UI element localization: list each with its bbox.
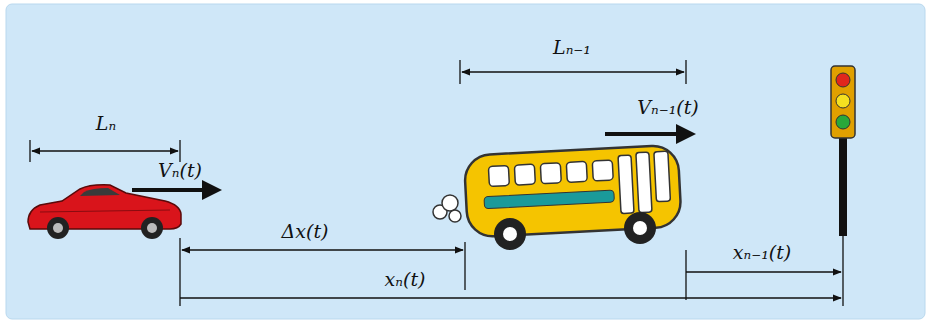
distance-dimension [180, 236, 843, 306]
car [28, 185, 181, 239]
dimension-label: xₙ(t) [385, 269, 426, 291]
length-dimension [30, 140, 180, 162]
dimension-label: Vₙ₋₁(t) [637, 97, 699, 119]
dimension-label: Lₙ [96, 113, 116, 135]
traffic-light [831, 66, 855, 236]
velocity-arrow [132, 188, 218, 192]
background [6, 4, 925, 319]
bus [433, 145, 682, 250]
length-dimension [460, 60, 686, 84]
dimension-label: xₙ₋₁(t) [733, 242, 792, 264]
velocity-arrow [605, 132, 692, 136]
dimension-label: Δx(t) [282, 221, 329, 243]
dimension-label: Lₙ₋₁ [553, 37, 591, 59]
dimension-label: Vₙ(t) [158, 160, 202, 182]
